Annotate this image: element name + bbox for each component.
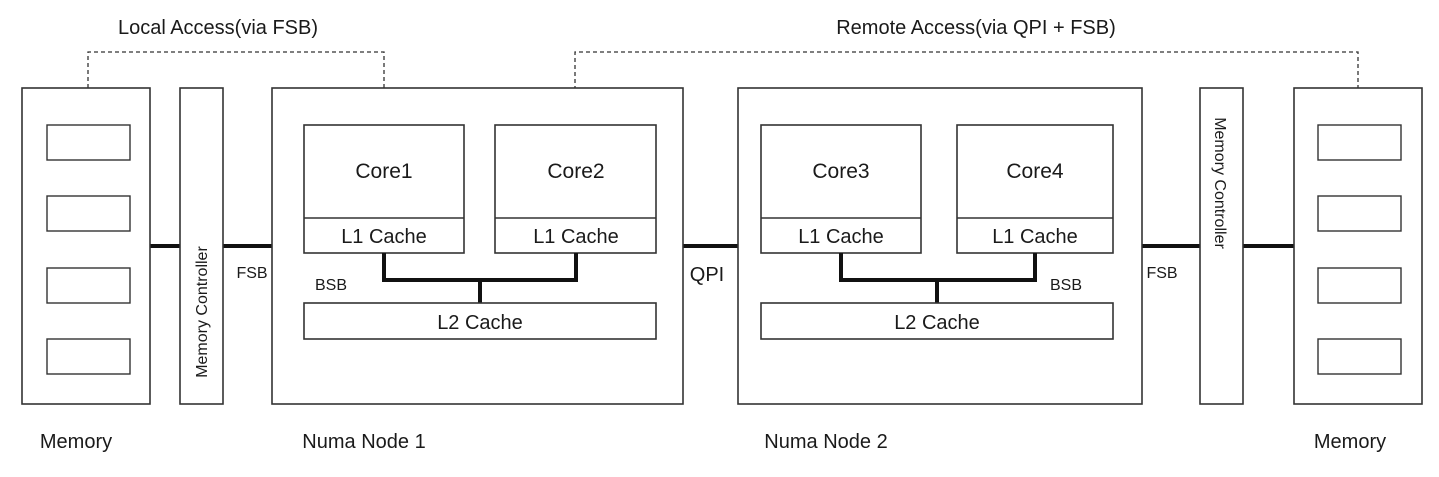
memory-right-slot-1	[1317, 124, 1402, 161]
memory-left-slot-2	[46, 195, 131, 232]
memory-right-label: Memory	[1314, 431, 1386, 453]
fsb-right-label: FSB	[1146, 265, 1177, 282]
core1-l1-label: L1 Cache	[341, 226, 427, 248]
node2-l2-cache	[760, 302, 1114, 340]
memory-left	[21, 87, 151, 405]
memory-left-slot-4	[46, 338, 131, 375]
memory-right-slot-2	[1317, 195, 1402, 232]
memory-right-slot-4	[1317, 338, 1402, 375]
core3-label: Core3	[812, 160, 869, 183]
numa-node-1: Core1 L1 Cache Core2 L1 Cache BSB L2 Cac…	[271, 87, 684, 405]
qpi-label: QPI	[690, 264, 724, 286]
memory-controller-right-label: Memory Controller	[1211, 117, 1228, 249]
numa-node-2-label: Numa Node 2	[764, 431, 887, 453]
memory-left-slot-1	[46, 124, 131, 161]
memory-controller-right	[1199, 87, 1244, 405]
remote-access-label: Remote Access(via QPI + FSB)	[836, 17, 1116, 39]
core1-box	[303, 124, 465, 254]
core2-l1-label: L1 Cache	[533, 226, 619, 248]
core3: Core3 L1 Cache	[760, 124, 922, 254]
core3-l1-label: L1 Cache	[798, 226, 884, 248]
node2-l2-label: L2 Cache	[894, 312, 980, 334]
fsb-left-label: FSB	[236, 265, 267, 282]
memory-controller-left	[179, 87, 224, 405]
memory-right-slot-3	[1317, 267, 1402, 304]
core4: Core4 L1 Cache	[956, 124, 1114, 254]
numa-node-1-label: Numa Node 1	[302, 431, 425, 453]
core2-label: Core2	[547, 160, 604, 183]
memory-controller-left-label: Memory Controller	[194, 246, 211, 378]
core4-box	[956, 124, 1114, 254]
core1-label: Core1	[355, 160, 412, 183]
local-access-label: Local Access(via FSB)	[118, 17, 318, 39]
memory-right	[1293, 87, 1423, 405]
memory-left-label: Memory	[40, 431, 112, 453]
node1-l2-cache	[303, 302, 657, 340]
numa-node-2: Core3 L1 Cache Core4 L1 Cache BSB L2 Cac…	[737, 87, 1143, 405]
core1: Core1 L1 Cache	[303, 124, 465, 254]
node1-bsb-label: BSB	[315, 277, 347, 294]
memory-left-slot-3	[46, 267, 131, 304]
node2-bsb-label: BSB	[1050, 277, 1082, 294]
local-access-path	[87, 51, 385, 125]
core4-l1-label: L1 Cache	[992, 226, 1078, 248]
core4-label: Core4	[1006, 160, 1064, 183]
core2: Core2 L1 Cache	[494, 124, 657, 254]
node1-l2-label: L2 Cache	[437, 312, 523, 334]
